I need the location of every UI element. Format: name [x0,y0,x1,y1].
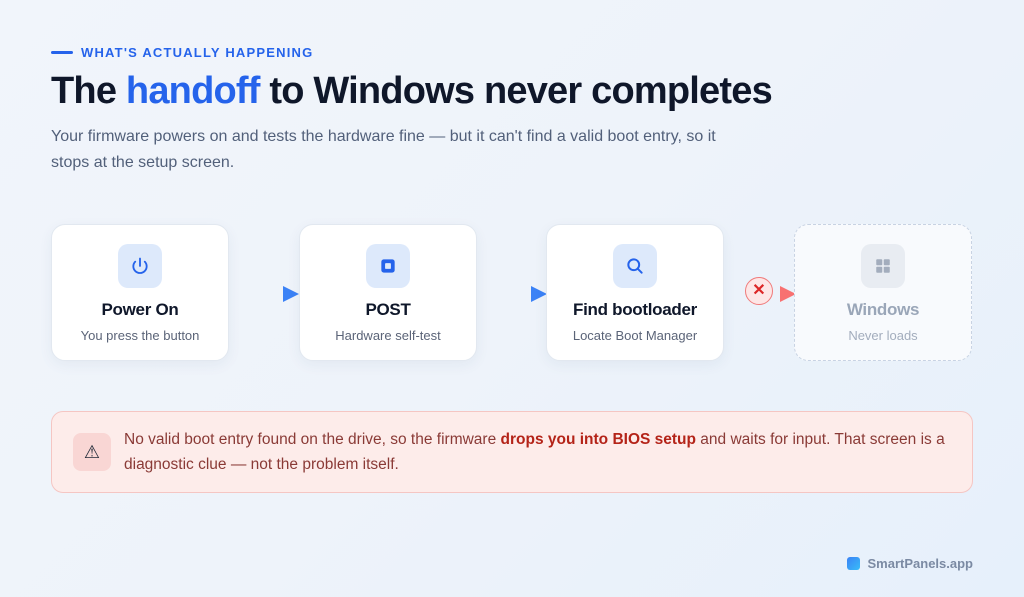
page-subtitle: Your firmware powers on and tests the ha… [51,128,716,171]
diagnostic-alert: ⚠ No valid boot entry found on the drive… [51,411,973,493]
step-subtitle: Never loads [848,328,918,343]
alert-message: No valid boot entry found on the drive, … [124,427,954,477]
title-highlight: handoff [125,70,261,112]
eyebrow-line [51,51,73,54]
step-card-find-bootloader: Find bootloader Locate Boot Manager [546,224,724,361]
warning-icon: ⚠ [73,433,111,471]
alert-emphasis: drops you into BIOS setup [500,431,696,448]
step-subtitle: Locate Boot Manager [572,328,698,343]
search-icon [613,244,657,288]
step-title: Power On [101,300,179,319]
chip-icon [366,244,410,288]
step-card-post: POST Hardware self-test [299,224,477,361]
power-icon [118,244,162,288]
page-title: The handoff to Windows never completes [51,70,773,113]
boot-flow-diagram: Power On You press the button POST Hardw… [51,224,973,361]
step-card-power-on: Power On You press the button [51,224,229,361]
step-title: Find bootloader [573,300,697,319]
step-subtitle: You press the button [80,328,200,343]
eyebrow: WHAT'S ACTUALLY HAPPENING [51,45,313,60]
step-subtitle: Hardware self-test [335,328,441,343]
windows-icon [861,244,905,288]
failure-x-icon: ✕ [745,277,773,305]
brand-footer: SmartPanels.app [846,556,974,571]
step-title: POST [365,300,411,319]
connector-arrow-2 [477,286,547,302]
brand-logo-icon [846,557,860,570]
step-title: Windows [846,300,920,319]
step-card-windows: Windows Never loads [794,224,972,361]
title-end: to Windows never completes [259,70,772,112]
title-start: The [51,70,126,112]
brand-name: SmartPanels.app [867,556,974,571]
connector-arrow-1 [229,286,299,302]
alert-text-end: and waits for input. That screen is a di… [124,431,945,473]
alert-text-start: No valid boot entry found on the drive, … [124,431,501,448]
eyebrow-text: WHAT'S ACTUALLY HAPPENING [81,45,314,60]
